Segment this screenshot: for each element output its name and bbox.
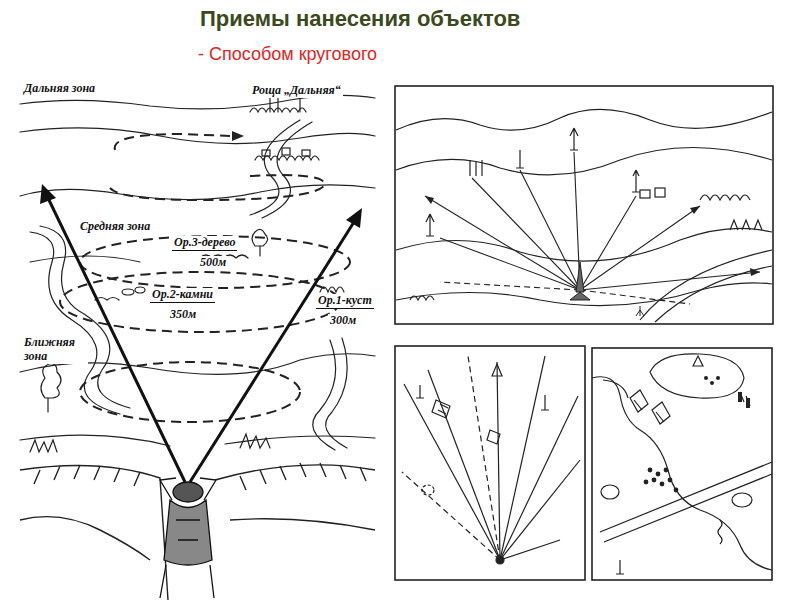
- landmark-label: Ор.2-камни: [150, 288, 215, 303]
- landmark-label: Ор.3-дерево: [172, 236, 237, 251]
- landmark-label: Ор.1-куст: [316, 294, 374, 309]
- distance-label: 300м: [328, 314, 358, 328]
- zone-label: Ближняя зона: [22, 336, 88, 364]
- zone-label: Средняя зона: [78, 220, 152, 234]
- subtitle: - Способом кругового: [198, 44, 377, 65]
- landmark-label: Роща „Дальняя“: [250, 84, 343, 98]
- zone-label: Дальняя зона: [22, 82, 97, 96]
- distance-label: 500м: [198, 256, 228, 270]
- distance-label: 350м: [168, 308, 198, 322]
- page-title: Приемы нанесения объектов: [200, 6, 520, 31]
